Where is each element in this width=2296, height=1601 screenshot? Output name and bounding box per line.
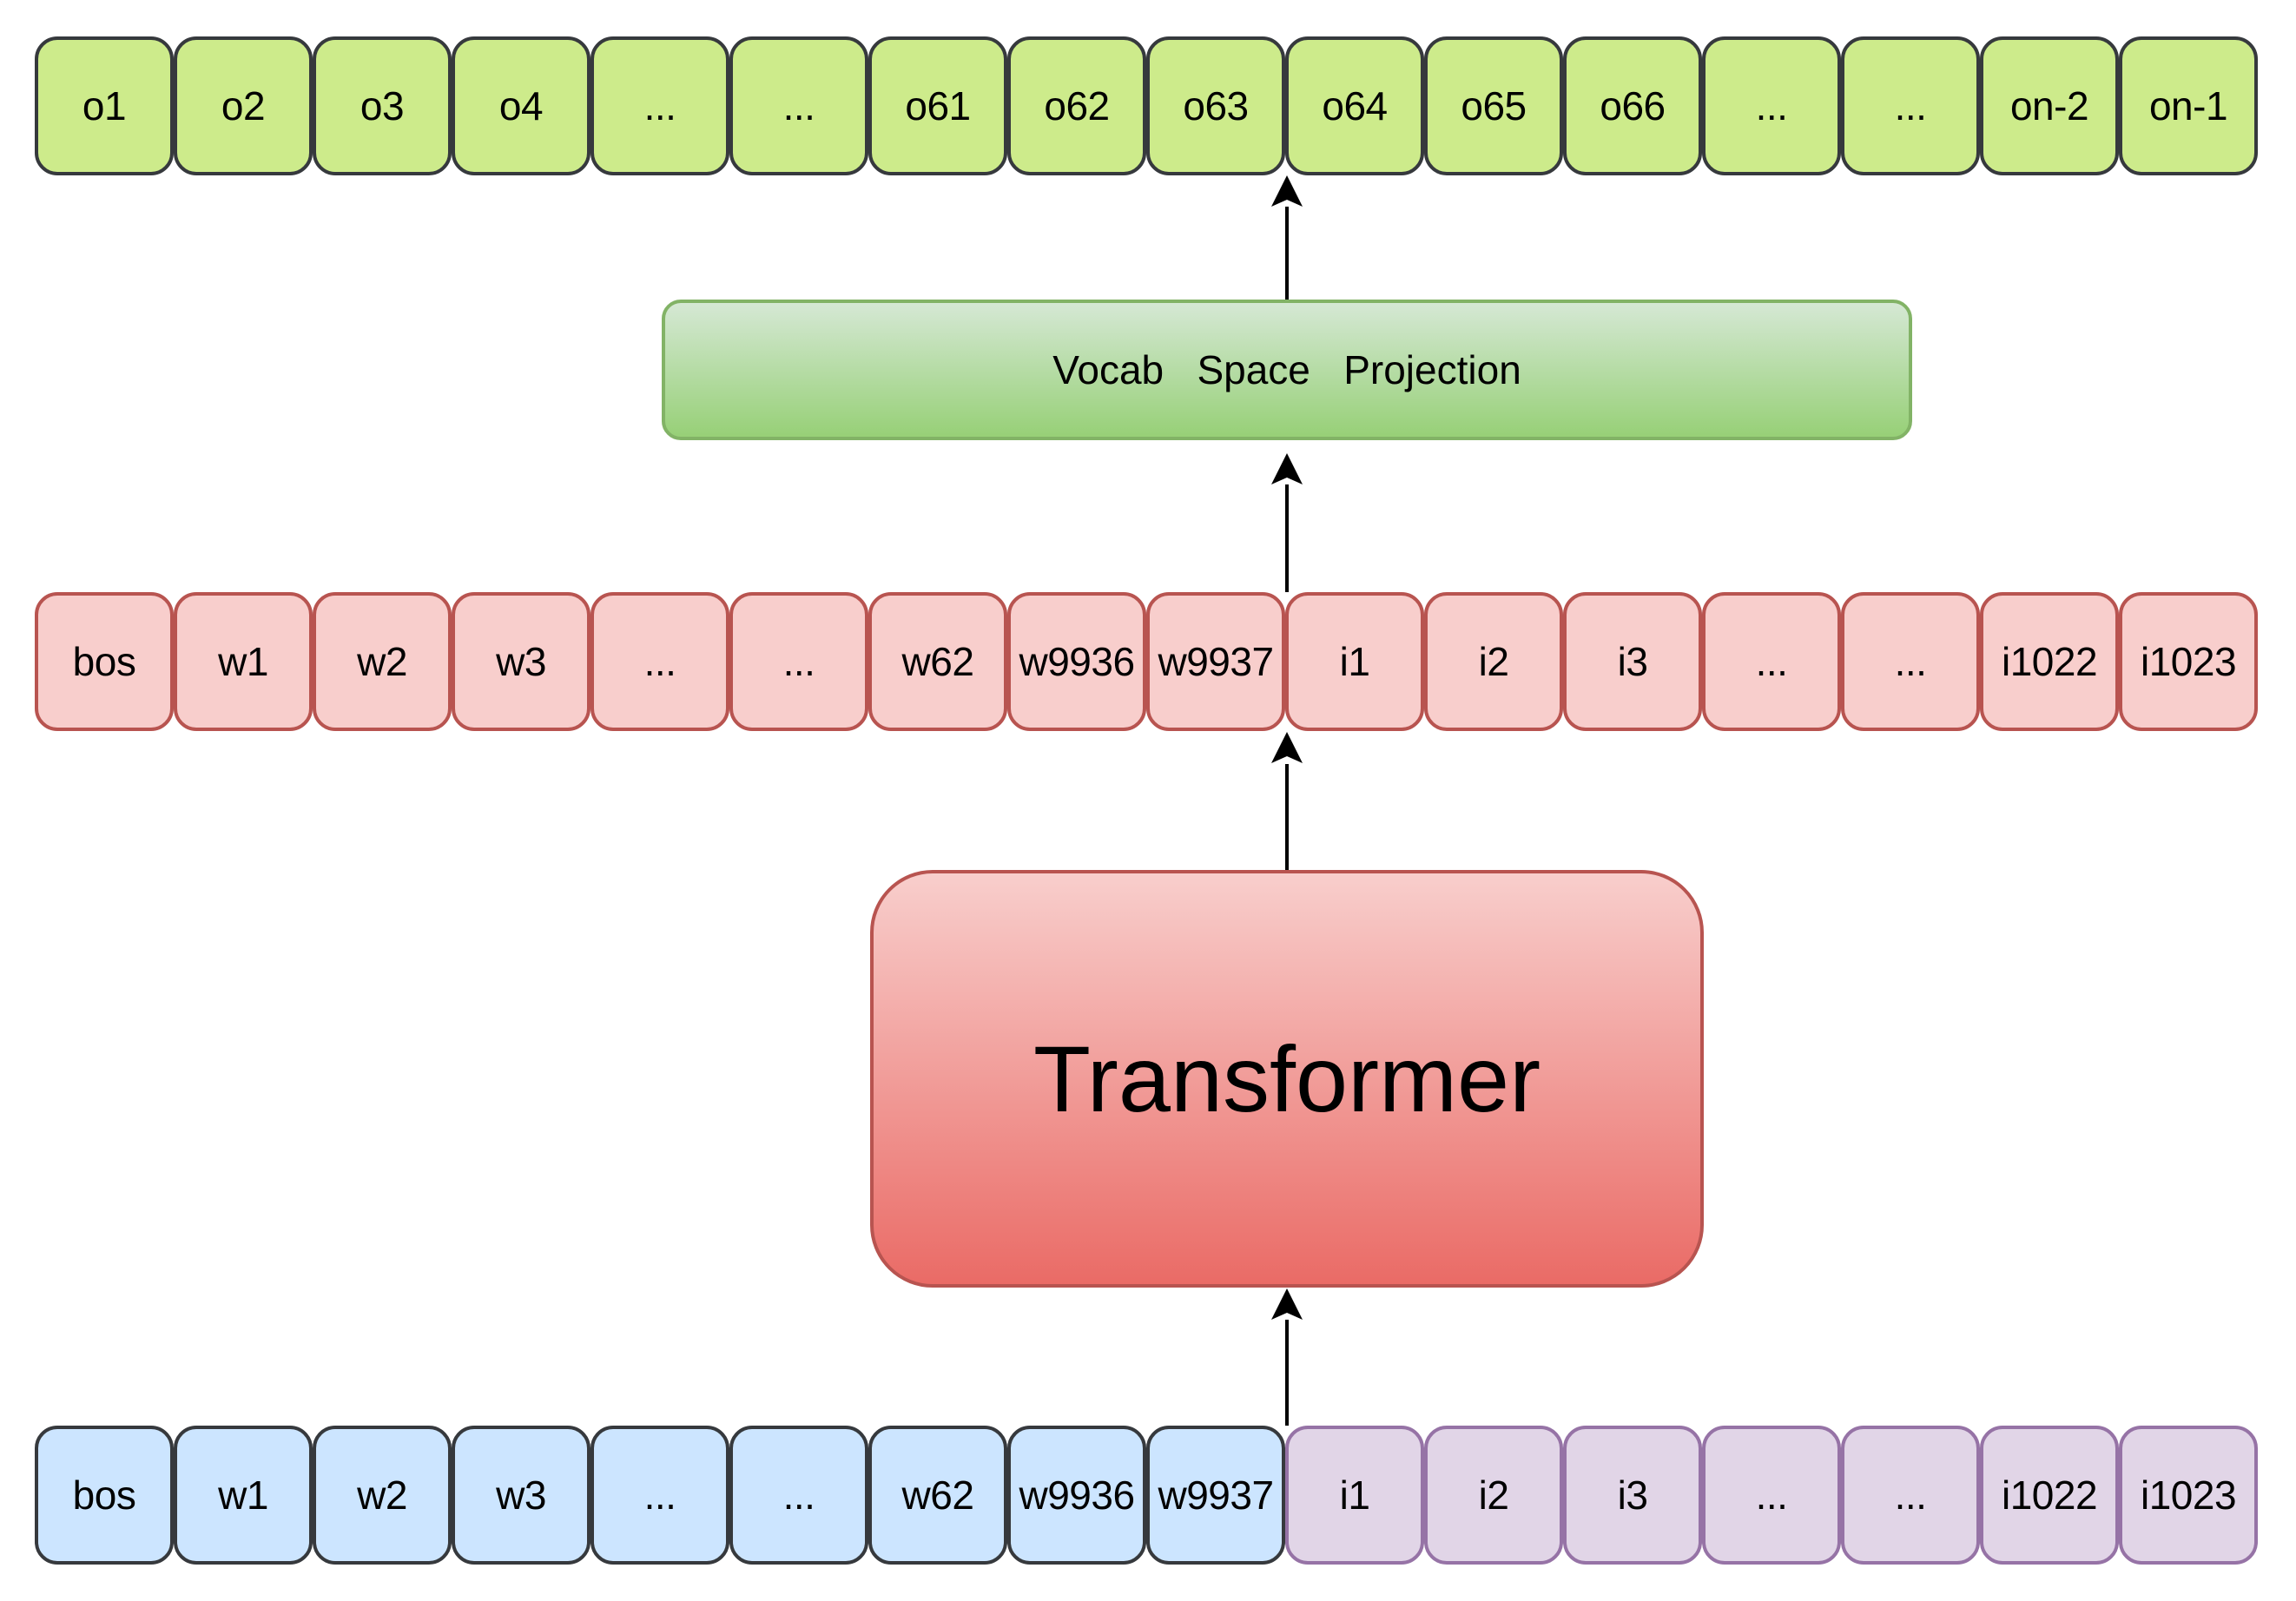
input-token-row: bos w1 w2 w3 ... ... w62 w9936 w9937 i1 … [35, 1426, 2258, 1565]
image-token-ellipsis: ... [1702, 1426, 1841, 1565]
text-token-ellipsis: ... [590, 1426, 729, 1565]
output-token-row: o1 o2 o3 o4 ... ... o61 o62 o63 o64 o65 … [35, 36, 2258, 175]
text-token: w1 [174, 1426, 313, 1565]
text-token: bos [35, 1426, 174, 1565]
image-token: i1022 [1980, 1426, 2119, 1565]
text-token: w62 [868, 1426, 1007, 1565]
output-token: o64 [1285, 36, 1424, 175]
hidden-token: w62 [868, 592, 1007, 731]
output-token: o65 [1424, 36, 1563, 175]
image-token: i3 [1563, 1426, 1702, 1565]
arrow-vocab-to-output [1271, 175, 1303, 300]
image-token: i1023 [2119, 1426, 2258, 1565]
hidden-token-ellipsis: ... [1702, 592, 1841, 731]
text-token: w3 [452, 1426, 590, 1565]
hidden-token: i3 [1563, 592, 1702, 731]
hidden-token-ellipsis: ... [590, 592, 729, 731]
arrow-input-to-transformer [1271, 1288, 1303, 1426]
hidden-token: w1 [174, 592, 313, 731]
output-token: o1 [35, 36, 174, 175]
hidden-token: w2 [313, 592, 452, 731]
hidden-token: i1022 [1980, 592, 2119, 731]
output-token-ellipsis: ... [1702, 36, 1841, 175]
text-token: w9936 [1007, 1426, 1146, 1565]
text-token-ellipsis: ... [729, 1426, 868, 1565]
output-token: on-1 [2119, 36, 2258, 175]
output-token: o66 [1563, 36, 1702, 175]
output-token-ellipsis: ... [1841, 36, 1980, 175]
hidden-token: i2 [1424, 592, 1563, 731]
output-token: o3 [313, 36, 452, 175]
hidden-token: bos [35, 592, 174, 731]
image-token: i1 [1285, 1426, 1424, 1565]
arrow-transformer-to-hidden [1271, 732, 1303, 870]
output-token-ellipsis: ... [729, 36, 868, 175]
arrow-hidden-to-vocab [1271, 453, 1303, 592]
hidden-token: w3 [452, 592, 590, 731]
output-token: on-2 [1980, 36, 2119, 175]
hidden-token: w9937 [1146, 592, 1285, 731]
output-token: o62 [1007, 36, 1146, 175]
output-token: o63 [1146, 36, 1285, 175]
image-token: i2 [1424, 1426, 1563, 1565]
text-token: w2 [313, 1426, 452, 1565]
image-token-ellipsis: ... [1841, 1426, 1980, 1565]
output-token: o2 [174, 36, 313, 175]
output-token-ellipsis: ... [590, 36, 729, 175]
hidden-token-ellipsis: ... [729, 592, 868, 731]
transformer-block: Transformer [870, 870, 1704, 1288]
output-token: o61 [868, 36, 1007, 175]
hidden-token: w9936 [1007, 592, 1146, 731]
hidden-token: i1 [1285, 592, 1424, 731]
text-token: w9937 [1146, 1426, 1285, 1565]
hidden-state-row: bos w1 w2 w3 ... ... w62 w9936 w9937 i1 … [35, 592, 2258, 731]
output-token: o4 [452, 36, 590, 175]
hidden-token-ellipsis: ... [1841, 592, 1980, 731]
hidden-token: i1023 [2119, 592, 2258, 731]
vocab-space-projection-block: Vocab Space Projection [662, 300, 1912, 440]
